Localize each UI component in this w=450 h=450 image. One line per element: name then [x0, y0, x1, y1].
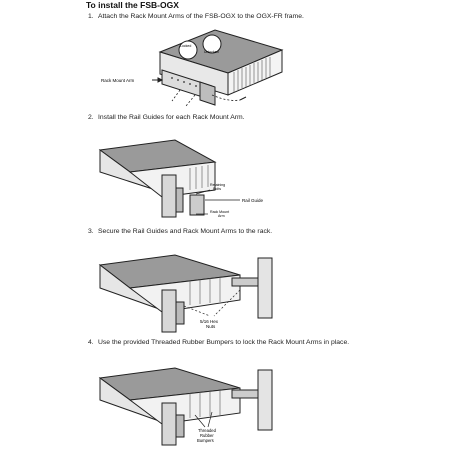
label-rack-mount-arm-2: Arm [218, 214, 225, 218]
step-2: 2. Install the Rail Guides for each Rack … [88, 114, 245, 121]
step-text: Attach the Rack Mount Arms of the FSB-OG… [98, 13, 304, 20]
step-4: 4. Use the provided Threaded Rubber Bumpe… [88, 339, 349, 346]
label-locked: Locked [180, 44, 191, 48]
label-rail-guide: Rail Guide [242, 198, 264, 203]
label-rack-mount-arm-1: Rack Mount [210, 210, 229, 214]
step-number: 3. [88, 228, 94, 235]
label-rack-mount-arm: Rack Mount Arm [101, 78, 135, 83]
page-title: To install the FSB-OGX [86, 0, 179, 10]
label-retaining-bolts-1: Retaining [210, 183, 225, 187]
step-text: Install the Rail Guides for each Rack Mo… [98, 114, 245, 121]
step-1: 1. Attach the Rack Mount Arms of the FSB-… [88, 13, 304, 20]
label-bumpers-2: Rubber [200, 433, 214, 438]
label-hex-nuts-2: Nuts [206, 324, 216, 329]
step-3: 3. Secure the Rail Guides and Rack Mount … [88, 228, 272, 235]
label-bumpers-1: Threaded [198, 428, 217, 433]
label-unlocked: Unlocked [204, 50, 219, 54]
step-number: 2. [88, 114, 94, 121]
label-retaining-bolts-2: Bolts [213, 187, 221, 191]
step-text: Secure the Rail Guides and Rack Mount Ar… [98, 228, 273, 235]
label-bumpers-3: Bumpers [197, 438, 214, 443]
step-number: 4. [88, 339, 94, 346]
step-text: Use the provided Threaded Rubber Bumpers… [98, 339, 350, 346]
label-hex-nuts-1: 5/16 Hex [200, 319, 219, 324]
step-number: 1. [88, 13, 94, 20]
